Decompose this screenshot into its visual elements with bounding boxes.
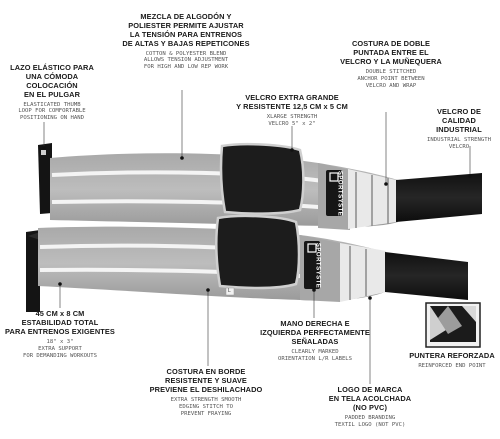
callout-stability-sub: 18" x 3" EXTRA SUPPORT FOR DEMANDING WOR…: [22, 338, 98, 359]
callout-cotton-blend-heading: MEZCLA DE ALGODÓN Y POLIESTER PERMITE AJ…: [122, 12, 250, 48]
callout-stability-heading: 45 CM x 8 CM ESTABILIDAD TOTAL PARA ENTR…: [5, 309, 115, 336]
callout-industrial-velcro: VELCRO DE CALIDAD INDUSTRIAL INDUSTRIAL …: [420, 107, 498, 151]
callout-cotton-blend-sub: COTTON & POLYESTER BLEND ALLOWS TENSION …: [143, 50, 229, 71]
top-strap-stripe: [51, 199, 399, 212]
callout-orientation-heading: MANO DERECHA E IZQUIERDA PERFECTAMENTE S…: [260, 319, 370, 346]
callout-reinforced-point: PUNTERA REFORZADA REINFORCED END POINT: [404, 351, 500, 370]
callout-xlarge-velcro-heading: VELCRO EXTRA GRANDE Y RESISTENTE 12,5 CM…: [236, 93, 348, 111]
strap-tag-label: L: [228, 288, 231, 294]
orientation-tag: [225, 287, 235, 296]
callout-dots: [42, 146, 472, 300]
callout-thumb-loop-sub: ELASTICATED THUMB LOOP FOR COMFORTABLE P…: [18, 101, 86, 122]
callout-cotton-blend: MEZCLA DE ALGODÓN Y POLIESTER PERMITE AJ…: [118, 12, 254, 71]
callout-double-stitch-sub: DOUBLE STITCHED ANCHOR POINT BETWEEN VEL…: [357, 68, 425, 89]
callout-branding-heading: LOGO DE MARCA EN TELA ACOLCHADA (NO PVC): [328, 385, 412, 412]
bottom-velcro-tab: [385, 252, 468, 300]
brand-label-bottom: SPORTSYSTE: [314, 242, 321, 289]
callout-xlarge-velcro: VELCRO EXTRA GRANDE Y RESISTENTE 12,5 CM…: [232, 93, 352, 128]
callout-orientation-sub: CLEARLY MARKED ORIENTATION L/R LABELS: [277, 348, 353, 362]
callout-xlarge-velcro-sub: XLARGE STRENGTH VELCRO 5" x 2": [266, 113, 318, 127]
bottom-wrap: [26, 214, 468, 312]
callout-stability: 45 CM x 8 CM ESTABILIDAD TOTAL PARA ENTR…: [2, 309, 118, 360]
callout-thumb-loop-heading: LAZO ELÁSTICO PARA UNA CÓMODA COLOCACIÓN…: [10, 63, 94, 99]
callout-orientation: MANO DERECHA E IZQUIERDA PERFECTAMENTE S…: [260, 319, 370, 363]
callout-edge-stitch-heading: COSTURA EN BORDE RESISTENTE Y SUAVE PREV…: [149, 367, 263, 394]
callout-double-stitch-heading: COSTURA DE DOBLE PUNTADA ENTRE EL VELCRO…: [340, 39, 442, 66]
top-velcro-tab: [396, 173, 482, 222]
top-strap-stripe: [51, 170, 399, 194]
callout-thumb-loop: LAZO ELÁSTICO PARA UNA CÓMODA COLOCACIÓN…: [2, 63, 102, 122]
bottom-logo-patch: [304, 241, 320, 289]
brand-label-top: SPORTSYSTE: [336, 170, 343, 217]
callout-reinforced-point-heading: PUNTERA REFORZADA: [409, 351, 495, 360]
callout-branding: LOGO DE MARCA EN TELA ACOLCHADA (NO PVC)…: [322, 385, 418, 429]
callout-reinforced-point-sub: REINFORCED END POINT: [418, 362, 486, 369]
callout-edge-stitch: COSTURA EN BORDE RESISTENTE Y SUAVE PREV…: [146, 367, 266, 418]
callout-industrial-velcro-heading: VELCRO DE CALIDAD INDUSTRIAL: [436, 107, 482, 134]
callout-branding-sub: PADDED BRANDING TEXTIL LOGO (NOT PVC): [334, 414, 406, 428]
top-thumb-loop: [38, 143, 52, 214]
callout-leaders: [43, 90, 471, 384]
bottom-thumb-loop: [26, 230, 40, 312]
callout-edge-stitch-sub: EXTRA STRENGTH SMOOTH EDGING STITCH TO P…: [170, 396, 242, 417]
bottom-velcro-patch: [215, 214, 301, 290]
callout-double-stitch: COSTURA DE DOBLE PUNTADA ENTRE EL VELCRO…: [338, 39, 444, 90]
bottom-stitch-end: [340, 243, 386, 302]
reinforced-tip-inset: [425, 302, 481, 348]
top-velcro-patch: [219, 142, 305, 215]
top-wrap: [38, 142, 482, 230]
callout-industrial-velcro-sub: INDUSTRIAL STRENGTH VELCRO: [427, 136, 491, 150]
